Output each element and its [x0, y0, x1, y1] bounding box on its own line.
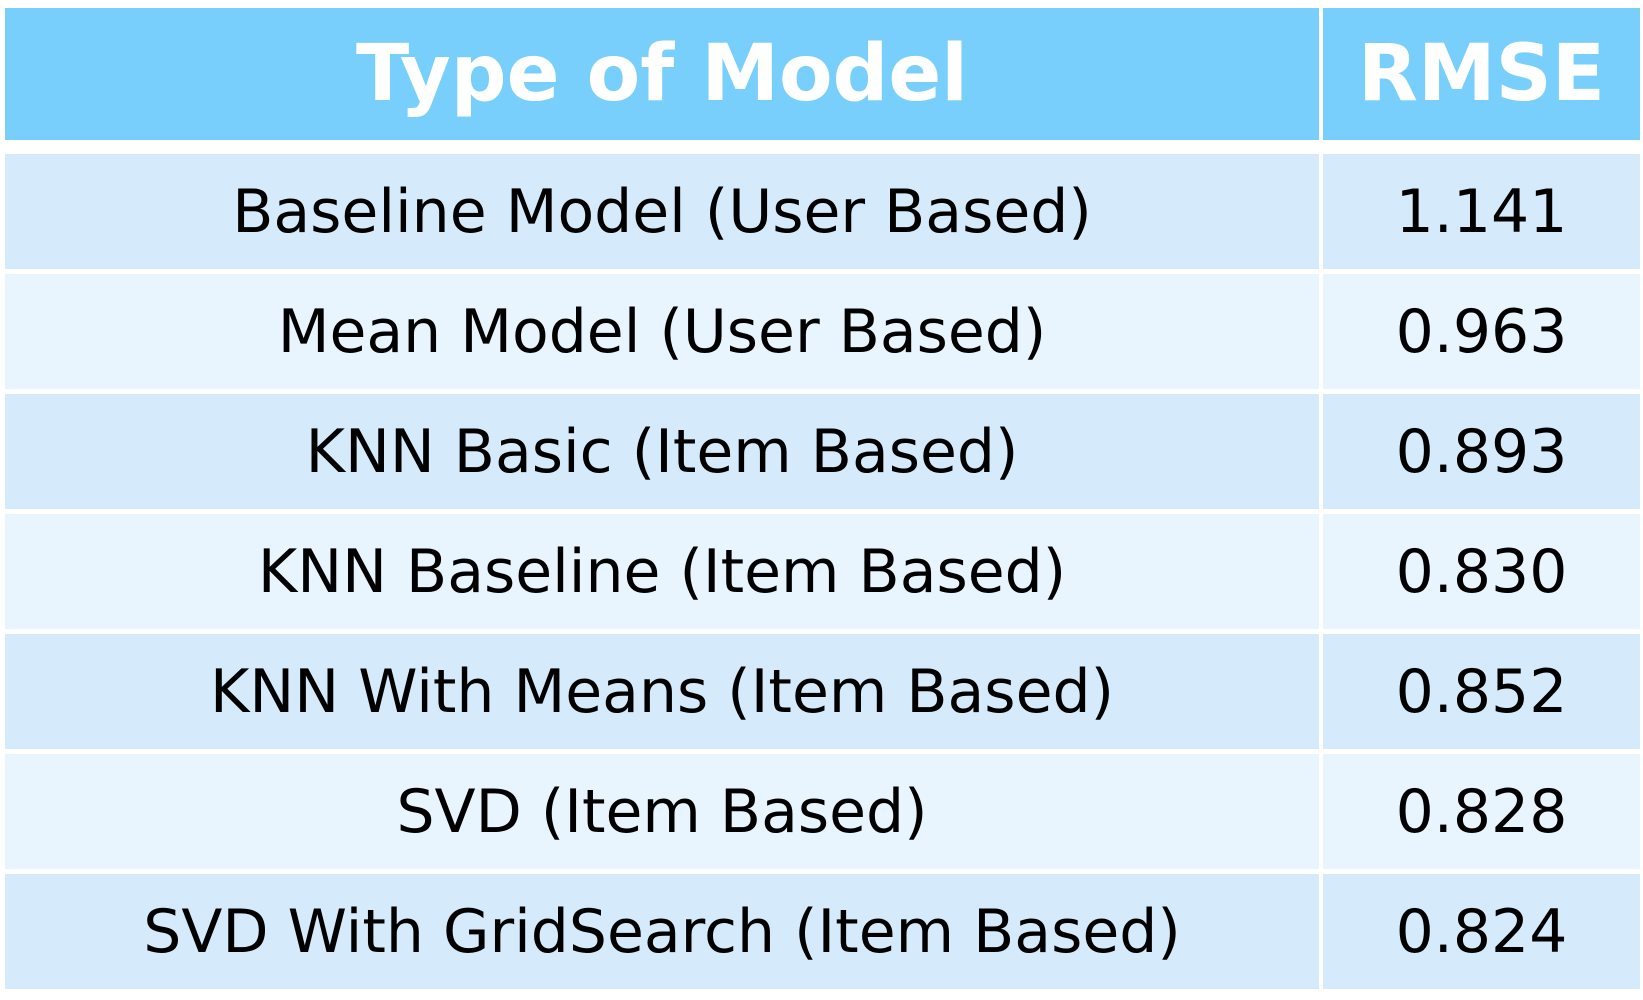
table-row: Baseline Model (User Based) 1.141 — [5, 154, 1640, 269]
table-row: KNN With Means (Item Based) 0.852 — [5, 634, 1640, 749]
rmse-cell: 0.963 — [1323, 274, 1640, 389]
rmse-cell: 0.830 — [1323, 514, 1640, 629]
rmse-cell: 0.893 — [1323, 394, 1640, 509]
header-type-of-model: Type of Model — [5, 8, 1319, 140]
table-row: SVD (Item Based) 0.828 — [5, 754, 1640, 869]
header-gap — [5, 140, 1640, 154]
table-row: SVD With GridSearch (Item Based) 0.824 — [5, 874, 1640, 989]
rmse-cell: 0.852 — [1323, 634, 1640, 749]
table-header-row: Type of Model RMSE — [5, 8, 1640, 140]
rmse-cell: 0.828 — [1323, 754, 1640, 869]
table-row: Mean Model (User Based) 0.963 — [5, 274, 1640, 389]
model-cell: KNN Basic (Item Based) — [5, 394, 1319, 509]
header-rmse: RMSE — [1323, 8, 1640, 140]
model-cell: KNN With Means (Item Based) — [5, 634, 1319, 749]
model-cell: SVD (Item Based) — [5, 754, 1319, 869]
table-row: KNN Baseline (Item Based) 0.830 — [5, 514, 1640, 629]
rmse-cell: 0.824 — [1323, 874, 1640, 989]
results-table: Type of Model RMSE Baseline Model (User … — [5, 8, 1640, 989]
model-cell: Mean Model (User Based) — [5, 274, 1319, 389]
model-cell: KNN Baseline (Item Based) — [5, 514, 1319, 629]
rmse-cell: 1.141 — [1323, 154, 1640, 269]
model-cell: SVD With GridSearch (Item Based) — [5, 874, 1319, 989]
model-cell: Baseline Model (User Based) — [5, 154, 1319, 269]
table-row: KNN Basic (Item Based) 0.893 — [5, 394, 1640, 509]
